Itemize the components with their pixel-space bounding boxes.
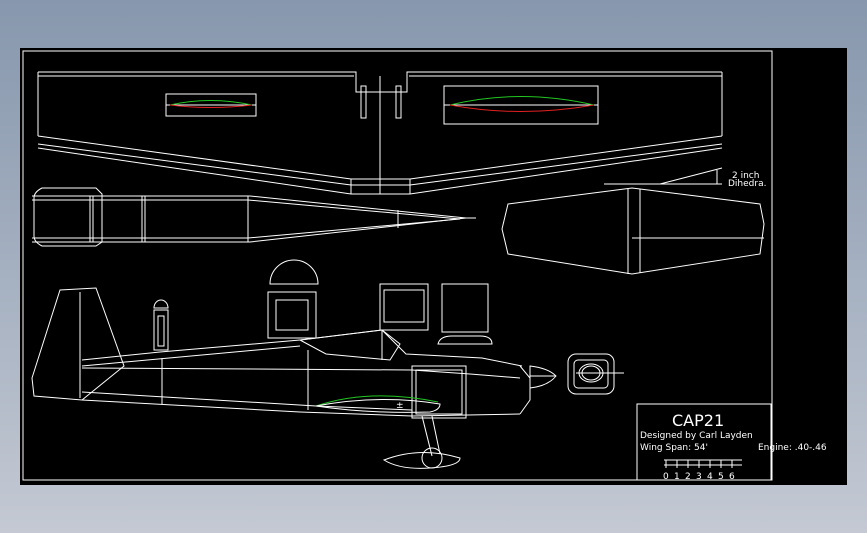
engine-front-view: [567, 353, 624, 395]
title-block: CAP21 Designed by Carl Layden Wing Span:…: [636, 403, 827, 482]
scale-label: 6: [729, 472, 735, 482]
wing-rib-grid-right: [443, 85, 599, 125]
scale-label: 2: [685, 472, 691, 482]
dihedral-label-2: Dihedra.: [728, 179, 766, 189]
dihedral-label-1: 2 inch: [732, 171, 759, 181]
stabilizer-top-view: [501, 187, 765, 275]
scale-label: 5: [718, 472, 724, 482]
former-parts: [153, 259, 493, 351]
svg-text:±: ±: [396, 401, 404, 411]
cad-viewport[interactable]: 2 inch Dihedra.: [20, 48, 847, 485]
fuselage-top-view: [32, 187, 476, 247]
fuselage-side-view: ±: [31, 287, 557, 469]
designer-label: Designed by Carl Layden: [640, 431, 753, 441]
drawing-border: [22, 50, 773, 481]
scale-label: 1: [674, 472, 680, 482]
wing-span-label: Wing Span: 54': [640, 443, 708, 453]
wing-top-view: [37, 71, 723, 195]
cad-drawing: 2 inch Dihedra.: [22, 50, 827, 482]
drawing-title: CAP21: [672, 411, 724, 430]
wing-rib-grid-left: [165, 93, 257, 117]
scale-label: 3: [696, 472, 702, 482]
engine-label: Engine: .40-.46: [758, 443, 827, 453]
scale-label: 4: [707, 472, 713, 482]
dihedral-note: 2 inch Dihedra.: [604, 167, 766, 189]
scale-label: 0: [663, 472, 669, 482]
